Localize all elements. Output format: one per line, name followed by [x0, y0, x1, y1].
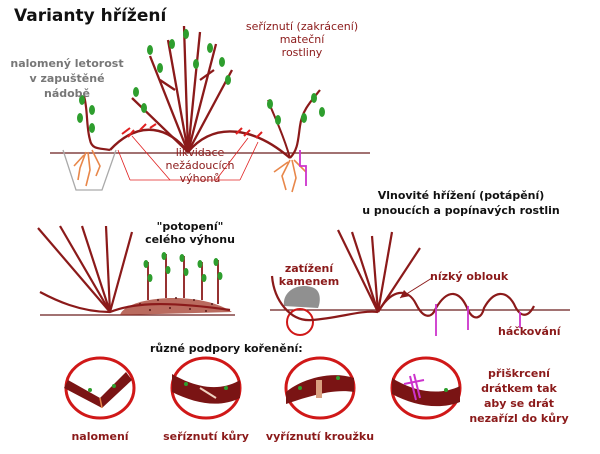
mother-plant [131, 25, 234, 153]
leaves-mid [143, 252, 223, 282]
label-remove-shoots: likvidace nežádoucích výhonů [165, 146, 235, 185]
label-method-ring-cut: vyříznutí kroužku [265, 430, 375, 443]
label-mother-cut: seříznutí (zakrácení) mateční rostliny [245, 20, 359, 59]
label-method-bark-cut: seříznutí kůry [163, 430, 249, 443]
method-bark-cut-icon [170, 356, 242, 420]
label-low-arc: nízký oblouk [430, 270, 509, 283]
leaves-top [77, 29, 325, 133]
left-shoot [82, 95, 111, 152]
hooks [435, 304, 521, 336]
label-method-wire: přiškrcení drátkem tak aby se drát nezař… [469, 367, 569, 425]
soil-mound [120, 297, 232, 315]
right-arc [187, 130, 291, 159]
stone-ring [286, 308, 314, 336]
submerged-shoots [147, 254, 219, 304]
mother-plant-right [270, 229, 421, 322]
roots-right [273, 159, 307, 193]
cut-marks [121, 123, 263, 139]
submerge-scene [37, 225, 235, 316]
method-icons [64, 356, 462, 420]
roots-left [73, 149, 101, 187]
mother-plant-mid [37, 225, 231, 314]
label-support: různé podpory kořenění: [150, 342, 303, 355]
top-scene [50, 25, 370, 193]
label-hooking: háčkování [498, 325, 561, 338]
label-stone: zatížení kamenem [278, 262, 340, 288]
method-ring-cut-icon [284, 356, 356, 420]
pot-icon [62, 149, 117, 191]
hook-top [299, 150, 307, 186]
label-broken-shoot: nalomený letorost v zapuštěné nádobě [10, 57, 124, 100]
method-wire-icon [390, 356, 462, 420]
wave-scene [270, 229, 570, 336]
label-method-breaking: nalomení [71, 430, 129, 443]
page-title: Varianty hřížení [14, 6, 167, 26]
label-wave-title: Vlnovité hřížení (potápění) u pnoucích a… [362, 189, 560, 217]
label-submerge: "potopení" celého výhonu [145, 220, 235, 246]
leader-lines [117, 135, 259, 181]
stone-icon [283, 286, 320, 308]
method-breaking-icon [64, 356, 136, 420]
